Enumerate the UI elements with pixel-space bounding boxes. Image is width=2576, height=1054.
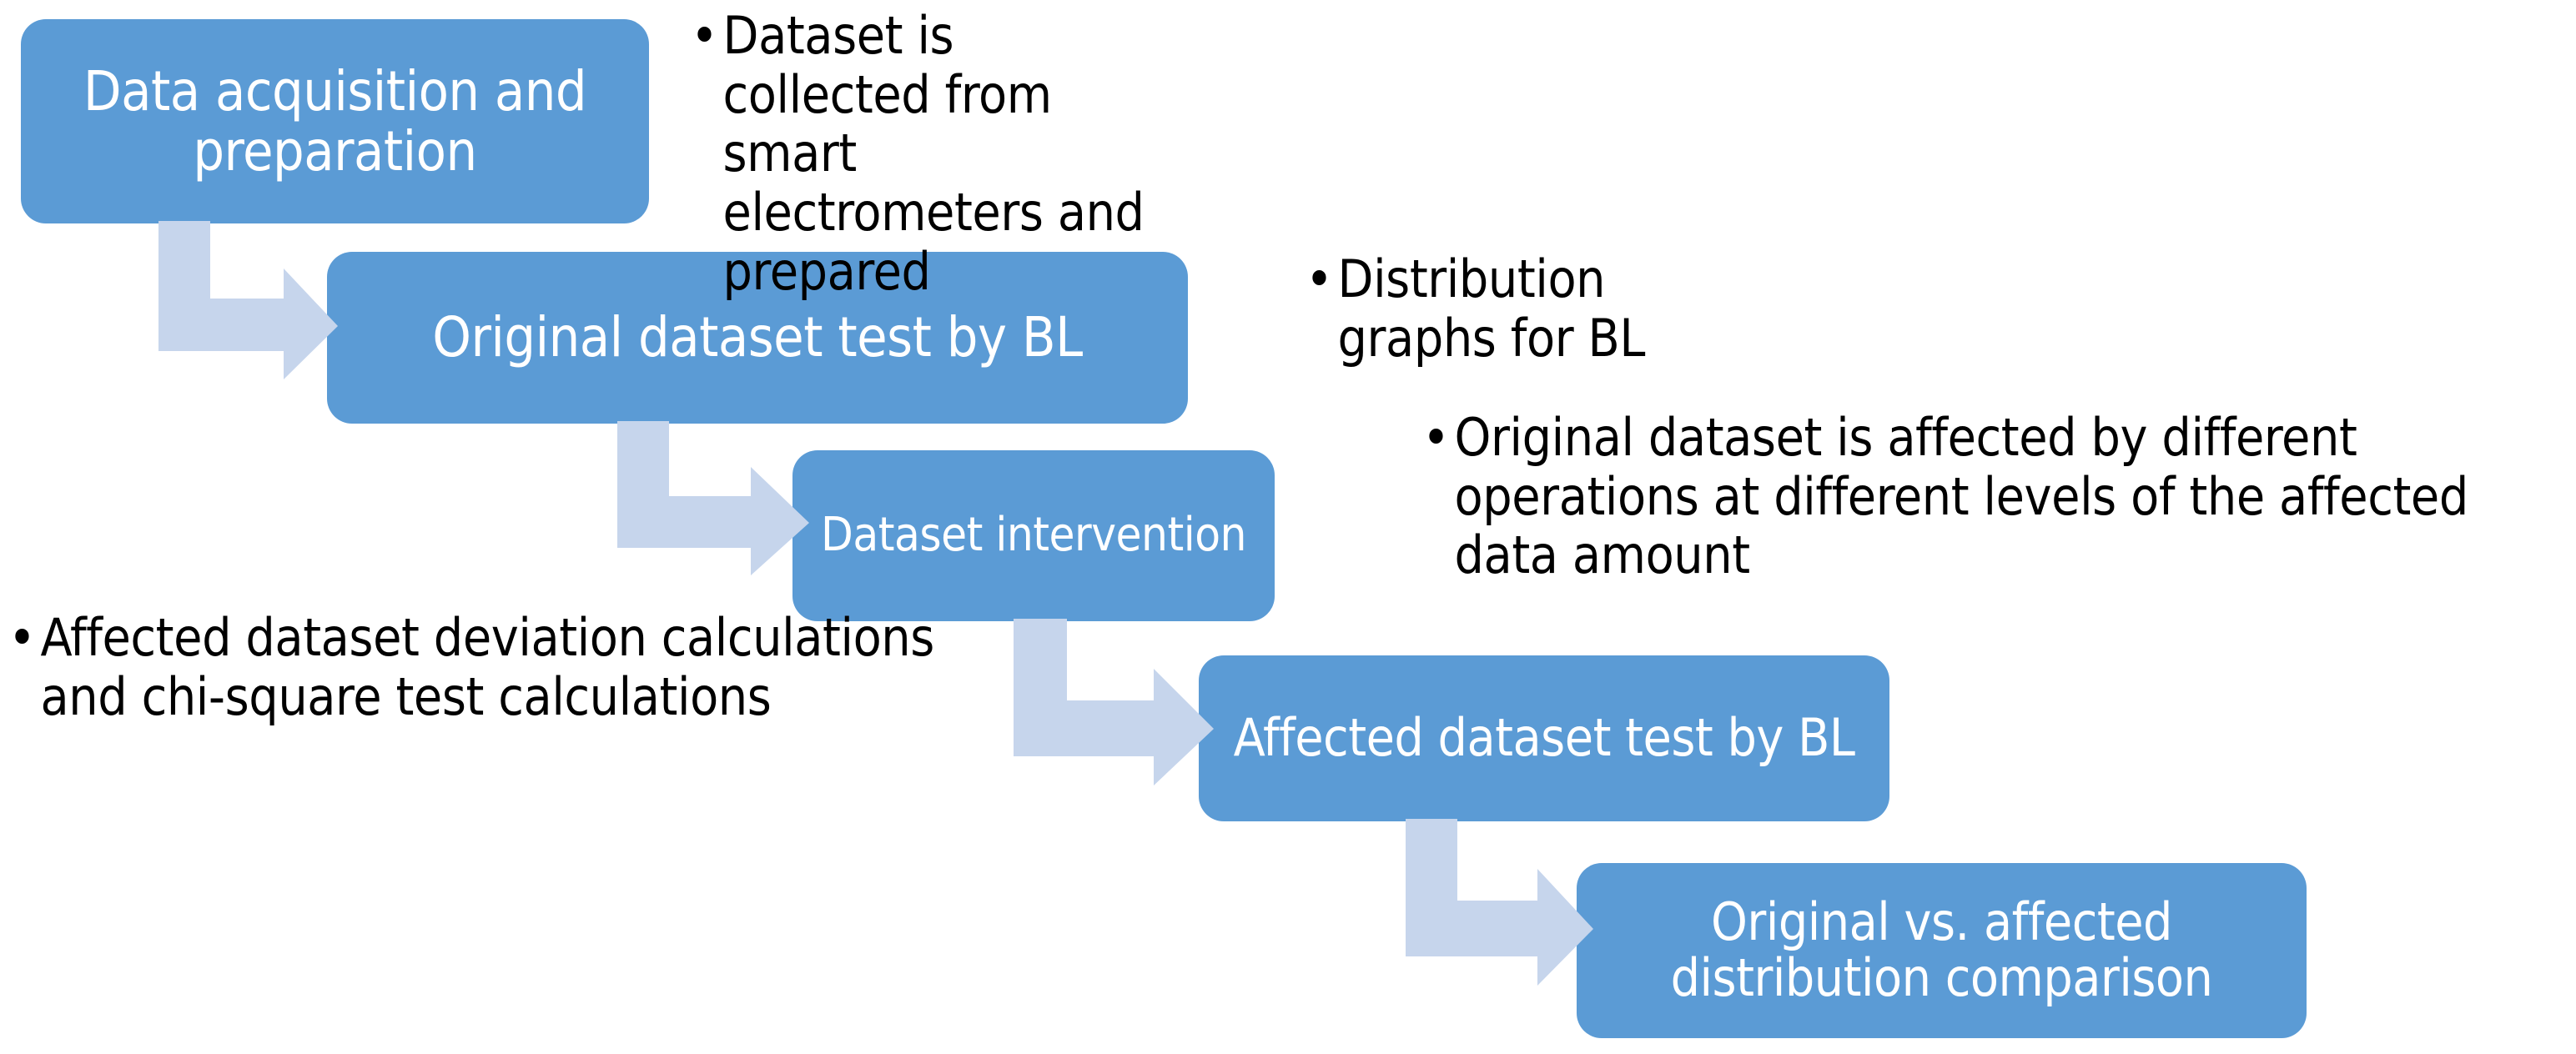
process-box-label: Dataset intervention bbox=[821, 508, 1246, 563]
process-box-affected-dataset-test[interactable]: Affected dataset test by BL bbox=[1199, 655, 1889, 821]
bullet-marker-icon: • bbox=[8, 607, 36, 668]
elbow-arrow-icon bbox=[1014, 619, 1214, 785]
annotation-dataset-collected: • Dataset is collected from smart electr… bbox=[691, 5, 1158, 302]
elbow-arrow-icon bbox=[1406, 819, 1593, 986]
process-box-original-dataset-test[interactable]: Original dataset test by BL bbox=[327, 252, 1188, 424]
annotation-text: Original dataset is affected by differen… bbox=[1454, 407, 2469, 586]
bullet-marker-icon: • bbox=[1306, 248, 1333, 309]
annotation-deviation-calculations: • Affected dataset deviation calculation… bbox=[8, 607, 976, 727]
elbow-arrow-icon bbox=[158, 221, 338, 379]
process-box-distribution-comparison[interactable]: Original vs. affected distribution compa… bbox=[1577, 863, 2307, 1038]
process-box-label: Data acquisition and preparation bbox=[83, 59, 587, 183]
bullet-marker-icon: • bbox=[1422, 407, 1450, 468]
process-box-data-acquisition[interactable]: Data acquisition and preparation bbox=[21, 19, 649, 223]
process-box-label: Original vs. affected distribution compa… bbox=[1670, 891, 2213, 1008]
process-box-label: Original dataset test by BL bbox=[432, 305, 1083, 370]
bullet-marker-icon: • bbox=[691, 5, 718, 66]
annotation-text: Distribution graphs for BL bbox=[1337, 248, 1646, 369]
annotation-text: Affected dataset deviation calculations … bbox=[40, 607, 935, 727]
annotation-original-dataset-affected: • Original dataset is affected by differ… bbox=[1422, 407, 2573, 586]
elbow-arrow-icon bbox=[617, 421, 809, 575]
annotation-text: Dataset is collected from smart electrom… bbox=[722, 5, 1145, 302]
process-box-label: Affected dataset test by BL bbox=[1233, 707, 1855, 769]
annotation-distribution-graphs: • Distribution graphs for BL bbox=[1306, 248, 1739, 369]
process-box-dataset-intervention[interactable]: Dataset intervention bbox=[792, 450, 1275, 621]
